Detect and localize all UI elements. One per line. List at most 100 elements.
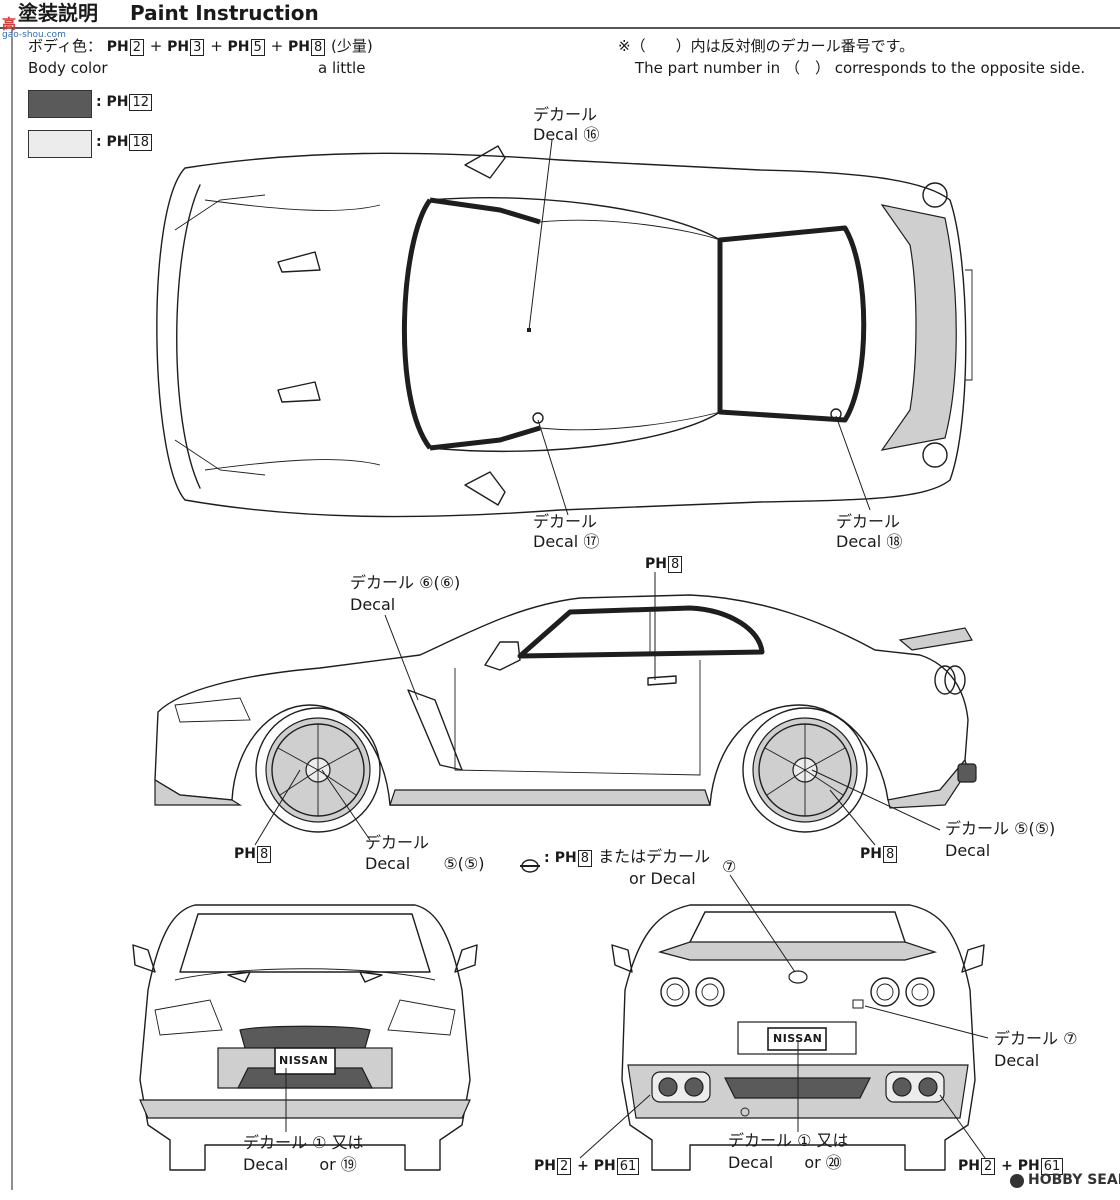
decal-en: Decal [243, 1155, 289, 1174]
decal-16-en: Decal ⑯ [533, 125, 600, 144]
leader-decal-17 [537, 419, 569, 516]
ph-prefix: PH [645, 556, 667, 572]
decal-num-1: ① [312, 1133, 327, 1152]
site-watermark-logo: 高 [2, 17, 16, 33]
front-view-car [132, 904, 478, 1171]
ph-code: 8 [882, 846, 898, 863]
top-view-car [156, 145, 973, 518]
decal-ja: デカール [533, 105, 598, 124]
leader-rear-ph-left [579, 1094, 651, 1159]
rear-decal-en: Decal or ⑳ [728, 1153, 842, 1172]
colon: : [96, 134, 102, 150]
leader-decal-5-rear [811, 769, 941, 831]
decal-18-en: Decal ⑱ [836, 532, 902, 551]
rear-decal-7-en: Decal [994, 1051, 1040, 1070]
plus-sign: + [210, 37, 223, 55]
ph-code: 8 [256, 846, 272, 863]
decal-ja: デカール [350, 573, 415, 592]
decal-num-5: ⑤(⑤) [1014, 819, 1056, 838]
body-color-note-en: a little [318, 59, 366, 77]
plus-sign: + [270, 37, 284, 55]
rear-decal-label: デカール ① 又は [728, 1131, 849, 1150]
note-ja: ※（ ）内は反対側のデカール番号です。 [618, 37, 915, 55]
emblem-or-decal-ja: またはデカール [598, 847, 711, 866]
legend-swatch-dark [28, 90, 92, 118]
legend-code-18: 18 [129, 134, 153, 151]
emblem-decal-num: ⑦ [722, 857, 737, 876]
decal-en: Decal [728, 1153, 774, 1172]
front-decal-en: Decal or ⑲ [243, 1155, 357, 1174]
plus-sign: + [149, 37, 163, 55]
decal-ja: デカール [533, 512, 598, 531]
decal-num-19: ⑲ [340, 1155, 357, 1174]
decal-17-en: Decal ⑰ [533, 532, 599, 551]
ph-code-5: 5 [250, 39, 265, 56]
or-ja: 又は [816, 1131, 849, 1150]
ph-prefix: PH [860, 846, 882, 862]
ph-code-2: 2 [129, 39, 144, 56]
decal-en: Decal [365, 854, 411, 873]
hobby-search-watermark: HOBBY SEARCH [1028, 1172, 1120, 1188]
decal-5-front-en: Decal ⑤(⑤) [365, 854, 485, 873]
legend-code-12: 12 [129, 94, 153, 111]
body-color-label-ja: ボディ色： [28, 37, 102, 55]
or-ja: 又は [331, 1133, 364, 1152]
decal-ja: デカール [365, 833, 430, 852]
leader-rear-decal-7 [864, 1005, 989, 1039]
decal-ja: デカール [728, 1131, 793, 1150]
ph-prefix: PH [534, 1158, 556, 1174]
decal-6-label: デカール ⑥(⑥) [350, 573, 461, 592]
ph-code-2: 2 [556, 1158, 572, 1175]
header-title-en: Paint Instruction [130, 1, 319, 25]
emblem-symbol [520, 859, 540, 873]
decal-num-16: ⑯ [583, 125, 600, 144]
leader-rear-emblem [729, 874, 796, 973]
decal-6-en: Decal [350, 595, 396, 614]
leader-rear-ph-right [939, 1094, 986, 1159]
leader-decal-6 [384, 614, 419, 701]
ph-prefix: PH [593, 1158, 616, 1174]
body-color-note-ja: (少量) [331, 37, 373, 55]
decal-en: Decal [533, 125, 579, 144]
ph-code-61: 61 [1040, 1158, 1064, 1175]
colon: : [96, 94, 102, 110]
ph-prefix: PH [554, 850, 577, 866]
decal-ja: デカール [243, 1133, 308, 1152]
front-plate-text: NISSAN [279, 1054, 329, 1067]
decal-5-rear-label: デカール ⑤(⑤) [945, 819, 1056, 838]
front-decal-label: デカール ① 又は [243, 1133, 364, 1152]
leader-decal-18 [835, 415, 871, 511]
rear-decal-7-label: デカール ⑦ [994, 1029, 1077, 1048]
body-color-label-en: Body color [28, 59, 108, 77]
ph-code: 8 [577, 850, 592, 867]
ph-code-3: 3 [190, 39, 205, 56]
decal-5-front-label: デカール [365, 833, 430, 852]
decal-num-6: ⑥(⑥) [419, 573, 461, 592]
emblem-label-en: or Decal [629, 869, 696, 888]
decal-en: Decal [533, 532, 579, 551]
decal-en: Decal [836, 532, 882, 551]
decal-ja: デカール [836, 512, 901, 531]
or-en: or [804, 1153, 821, 1172]
ph-code-61: 61 [616, 1158, 640, 1175]
or-en: or [319, 1155, 336, 1174]
ph-prefix: PH [106, 134, 129, 150]
rear-plate-text: NISSAN [773, 1032, 823, 1045]
decal-ja: デカール [945, 819, 1010, 838]
decal-num-5: ⑤(⑤) [443, 854, 485, 873]
ph-prefix: PH [958, 1158, 980, 1174]
ph-prefix: PH [106, 94, 129, 110]
ph-prefix: PH [1017, 1158, 1040, 1174]
plus-sign: + [577, 1158, 589, 1174]
decal-ja: デカール [994, 1029, 1059, 1048]
leader-ph8-rear [829, 789, 876, 846]
legend-swatch-light [28, 130, 92, 158]
decal-17-label: デカール [533, 512, 598, 531]
